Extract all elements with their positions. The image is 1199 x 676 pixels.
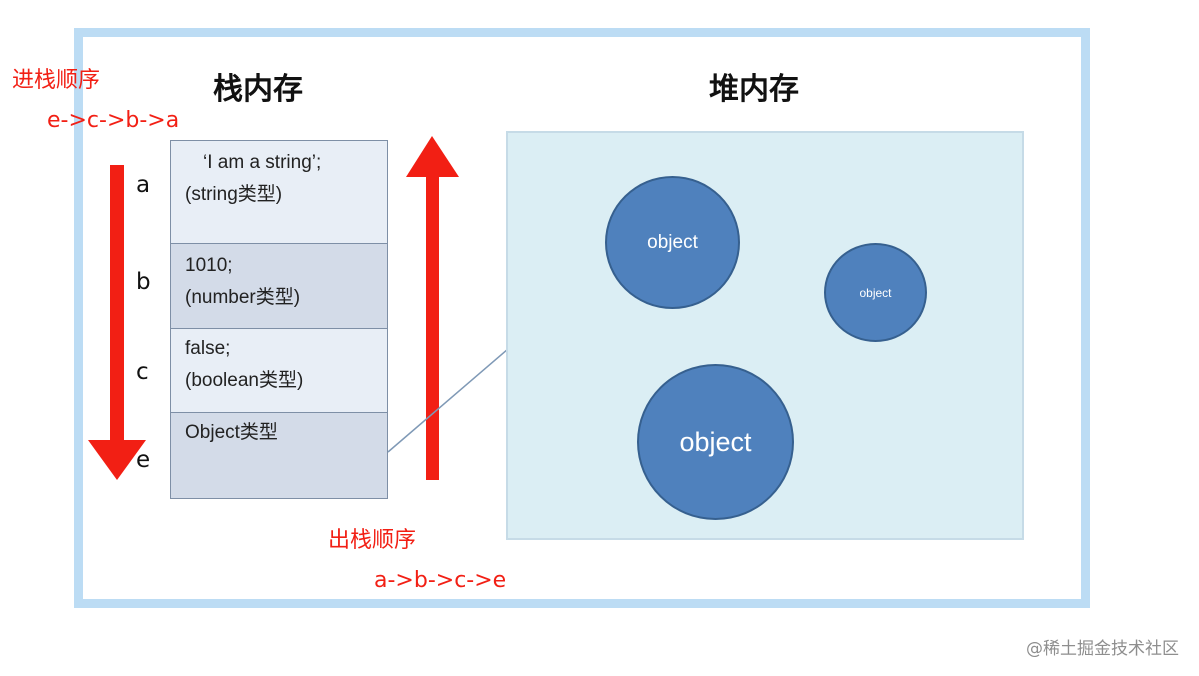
heap-object-1: object [605, 176, 740, 309]
pop-order-sequence: a->b->c->e [374, 568, 507, 593]
pop-arrow-up [406, 136, 459, 480]
heap-object-2: object [824, 243, 927, 342]
stack-cell-b-value: 1010; [185, 255, 233, 276]
heap-object-3: object [637, 364, 794, 520]
stack-cell-b-type: (number类型) [185, 287, 301, 308]
stack-cell-a-value: ‘I am a string’; [203, 152, 322, 173]
pop-order-label: 出栈顺序 [328, 528, 417, 553]
stack-cell-b: 1010; (number类型) [170, 243, 388, 329]
stack-row-letter-a: a [136, 172, 151, 198]
stack-cell-e: Object类型 [170, 412, 388, 499]
stack-cell-c-type: (boolean类型) [185, 370, 304, 391]
stack-title: 栈内存 [213, 72, 303, 107]
stack-cell-c: false; (boolean类型) [170, 328, 388, 413]
stack-row-letter-b: b [136, 269, 151, 295]
stack-row-letter-e: e [136, 447, 151, 473]
push-order-label: 进栈顺序 [12, 68, 101, 93]
stack-cell-a-type: (string类型) [185, 184, 283, 205]
stack-cell-a: ‘I am a string’; (string类型) [170, 140, 388, 244]
stack-cell-e-value: Object类型 [185, 422, 278, 443]
heap-title: 堆内存 [709, 72, 799, 107]
push-order-sequence: e->c->b->a [47, 108, 180, 133]
stack-row-letter-c: c [136, 359, 149, 385]
stack-cell-c-value: false; [185, 338, 231, 359]
push-arrow-down [88, 165, 146, 480]
watermark: @稀土掘金技术社区 [1026, 639, 1179, 659]
